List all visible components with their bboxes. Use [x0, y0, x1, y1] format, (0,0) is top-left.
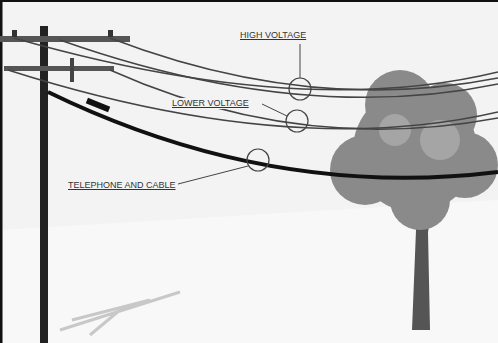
- wire-label: LOWER VOLTAGE: [170, 98, 251, 109]
- tree-canopy: [330, 70, 498, 230]
- cable-splice: [86, 98, 111, 113]
- highlight-circle: [247, 78, 311, 171]
- high-voltage-wire: [14, 38, 498, 97]
- wire-label: TELEPHONE AND CABLE: [66, 180, 178, 191]
- frame: [0, 0, 498, 2]
- pole-shadow: [60, 292, 180, 335]
- leader-line: [178, 44, 300, 184]
- frame: [0, 0, 3, 343]
- crossarm: [4, 66, 114, 71]
- telephone-cable: [48, 92, 498, 178]
- bracket: [70, 58, 74, 82]
- lower-voltage-wire: [8, 70, 498, 129]
- insulator: [12, 30, 17, 37]
- utility-pole: [40, 26, 48, 343]
- insulator: [108, 30, 113, 37]
- wire-label: HIGH VOLTAGE: [238, 30, 308, 41]
